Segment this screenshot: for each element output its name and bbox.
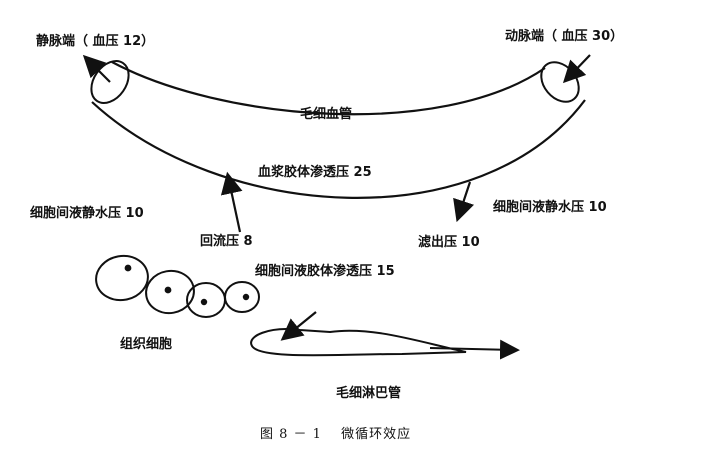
capillary-label: 毛细血管 bbox=[300, 107, 353, 122]
arterial-inflow-arrow bbox=[562, 54, 591, 84]
filtration-pressure-label: 滤出压 10 bbox=[418, 235, 480, 250]
capillary-lower-wall bbox=[91, 99, 586, 199]
lymph-capillary-label: 毛细淋巴管 bbox=[336, 386, 402, 401]
arterial-opening bbox=[540, 61, 580, 103]
reflux-pressure-label: 回流压 8 bbox=[200, 234, 253, 249]
interstitial-colloid-pressure-label: 细胞间液胶体渗透压 15 bbox=[255, 264, 395, 279]
plasma-colloid-pressure-label: 血浆胶体渗透压 25 bbox=[258, 165, 372, 180]
venous-outflow-arrow bbox=[82, 54, 111, 83]
tissue-cell-group bbox=[95, 254, 260, 318]
filtration-arrow bbox=[453, 181, 475, 223]
tissue-cells-label: 组织细胞 bbox=[120, 337, 173, 352]
arterial-end-label: 动脉端（ 血压 30） bbox=[505, 29, 624, 44]
reflux-arrow bbox=[220, 171, 243, 233]
capillary-upper-wall bbox=[111, 61, 546, 116]
figure-caption: 图 8 － 1 微循环效应 bbox=[260, 427, 412, 442]
venous-end-label: 静脉端（ 血压 12） bbox=[36, 34, 155, 49]
lymph-inflow-arrow bbox=[280, 311, 317, 341]
interstitial-hydrostatic-right-label: 细胞间液静水压 10 bbox=[493, 200, 607, 215]
interstitial-hydrostatic-left-label: 细胞间液静水压 10 bbox=[30, 206, 144, 221]
lymph-outflow-arrow bbox=[429, 339, 520, 360]
lymph-capillary-outline bbox=[250, 328, 467, 357]
